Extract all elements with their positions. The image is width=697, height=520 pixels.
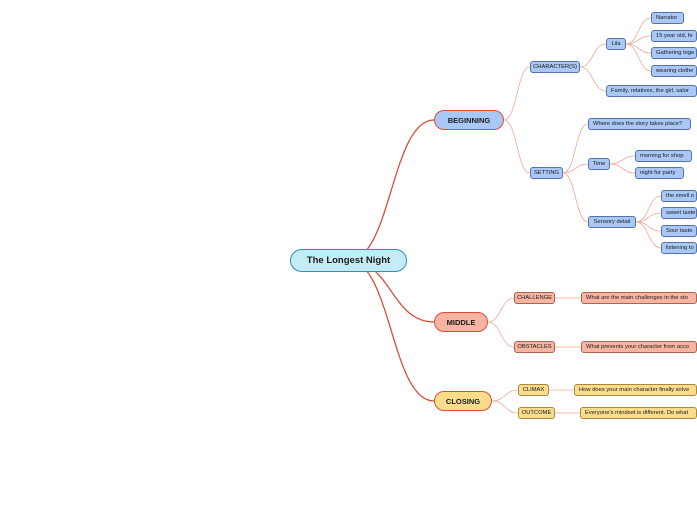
connector-subtopic-time-to-leaf-night bbox=[609, 163, 636, 174]
subtopic-outcome[interactable]: OUTCOME bbox=[518, 407, 555, 419]
connector-topic-beginning-to-subtopic-setting bbox=[503, 119, 531, 174]
leaf-narrator[interactable]: Narrator bbox=[651, 12, 684, 24]
leaf-where[interactable]: Where does the story takes place? bbox=[588, 118, 691, 130]
connector-subtopic-setting-to-subtopic-time bbox=[562, 163, 589, 174]
subtopic-characters[interactable]: CHARACTER(S) bbox=[530, 61, 580, 73]
leaf-smell[interactable]: the smell o bbox=[661, 190, 697, 202]
leaf-outcome-question[interactable]: Everyone's mindset is different. Do what bbox=[580, 407, 697, 419]
topic-closing[interactable]: CLOSING bbox=[434, 391, 492, 411]
subtopic-time[interactable]: Time bbox=[588, 158, 610, 170]
connector-topic-middle-to-subtopic-obstacles bbox=[487, 321, 515, 348]
leaf-morning[interactable]: morning for shop bbox=[635, 150, 692, 162]
topic-beginning[interactable]: BEGINNING bbox=[434, 110, 504, 130]
subtopic-challenge[interactable]: CHALLENGE bbox=[514, 292, 555, 304]
leaf-climax-question[interactable]: How does your main character finally sol… bbox=[574, 384, 697, 396]
subtopic-obstacles[interactable]: OBSTACLES bbox=[514, 341, 555, 353]
leaf-obstacles-question[interactable]: What prevents your character from acco bbox=[581, 341, 697, 353]
leaf-age[interactable]: 15 year old, fe bbox=[651, 30, 697, 42]
connector-subtopic-sensory-to-leaf-smell bbox=[635, 195, 662, 223]
leaf-listening[interactable]: listening to bbox=[661, 242, 697, 254]
connector-subtopic-lila-to-leaf-narrator bbox=[625, 17, 652, 45]
connector-subtopic-sensory-to-leaf-listening bbox=[635, 221, 662, 249]
topic-middle[interactable]: MIDDLE bbox=[434, 312, 488, 332]
connector-topic-middle-to-subtopic-challenge bbox=[487, 297, 515, 323]
connector-subtopic-characters-to-leaf-family bbox=[579, 66, 607, 92]
leaf-clothes[interactable]: wearing clothe bbox=[651, 65, 697, 77]
leaf-family[interactable]: Family, relatives, the girl, salor bbox=[606, 85, 697, 97]
subtopic-lila[interactable]: Lila bbox=[606, 38, 626, 50]
connector-subtopic-setting-to-leaf-where bbox=[562, 123, 589, 174]
leaf-sour[interactable]: Sour taste bbox=[661, 225, 697, 237]
connector-subtopic-lila-to-leaf-clothes bbox=[625, 43, 652, 72]
connector-subtopic-sensory-to-leaf-sweet bbox=[635, 212, 662, 223]
connector-topic-closing-to-subtopic-climax bbox=[491, 389, 519, 402]
subtopic-sensory[interactable]: Sensory detail bbox=[588, 216, 636, 228]
leaf-gathering[interactable]: Gathering toge bbox=[651, 47, 697, 59]
connector-subtopic-setting-to-subtopic-sensory bbox=[562, 172, 589, 223]
connector-topic-closing-to-subtopic-outcome bbox=[491, 400, 519, 414]
connector-root-topic-to-topic-closing bbox=[348, 259, 435, 402]
root-topic[interactable]: The Longest Night bbox=[290, 249, 407, 272]
leaf-night[interactable]: night for party bbox=[635, 167, 684, 179]
connector-subtopic-time-to-leaf-morning bbox=[609, 155, 636, 165]
connector-topic-beginning-to-subtopic-characters bbox=[503, 66, 531, 121]
connector-root-topic-to-topic-beginning bbox=[348, 119, 435, 262]
leaf-challenge-question[interactable]: What are the main challenges in the sto bbox=[581, 292, 697, 304]
connector-subtopic-lila-to-leaf-age bbox=[625, 35, 652, 45]
subtopic-climax[interactable]: CLIMAX bbox=[518, 384, 549, 396]
subtopic-setting[interactable]: SETTING bbox=[530, 167, 563, 179]
leaf-sweet[interactable]: sweet taste bbox=[661, 207, 697, 219]
connector-subtopic-characters-to-subtopic-lila bbox=[579, 43, 607, 68]
